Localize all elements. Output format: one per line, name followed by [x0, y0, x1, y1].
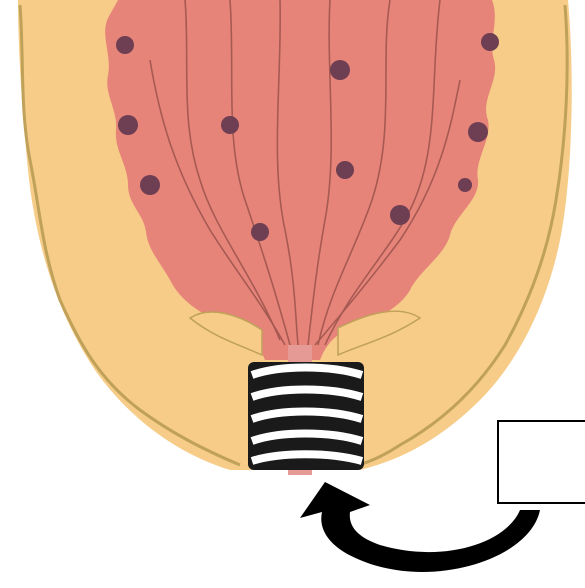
- ringed-collar: [248, 362, 364, 470]
- label-box: [497, 420, 585, 504]
